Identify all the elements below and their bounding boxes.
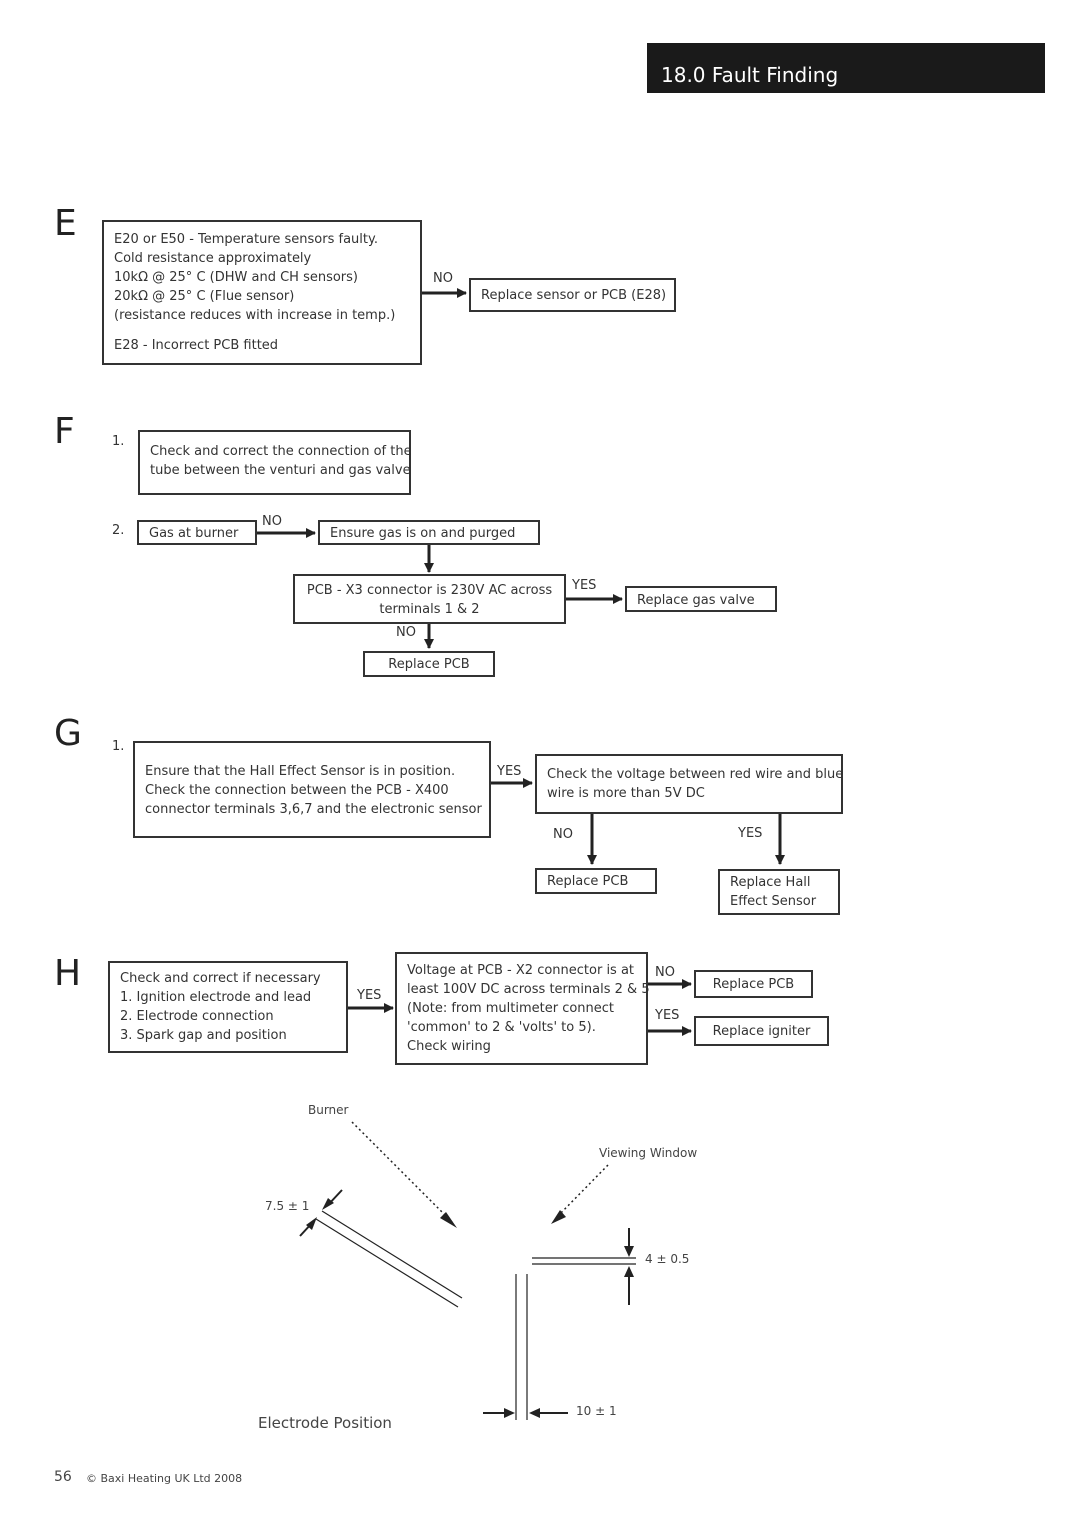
box-line: PCB - X3 connector is 230V AC across [306, 583, 553, 598]
box-line: terminals 1 & 2 [379, 602, 480, 617]
box-line: Effect Sensor [730, 894, 817, 909]
box-text: Gas at burner [149, 526, 239, 541]
box-line: Check the connection between the PCB - X… [145, 783, 449, 798]
box-line: (resistance reduces with increase in tem… [114, 308, 396, 323]
box-text: Replace igniter [712, 1024, 811, 1039]
no-label: NO [433, 271, 453, 286]
check-tube-box: Check and correct the connection of the … [138, 430, 412, 495]
box-line: least 100V DC across terminals 2 & 5 [407, 982, 650, 997]
box-text: Replace PCB [547, 874, 629, 889]
temperature-sensor-box: E20 or E50 - Temperature sensors faulty.… [102, 220, 422, 365]
yes-label: YES [357, 988, 382, 1003]
box-text: Replace sensor or PCB (E28) [481, 288, 667, 303]
box-line: 'common' to 2 & 'volts' to 5). [407, 1020, 596, 1035]
burner-label: Burner [308, 1103, 349, 1117]
page-title: 18.0 Fault Finding [661, 63, 839, 87]
dimension-gap-label: 7.5 ± 1 [265, 1199, 310, 1213]
no-label: NO [262, 514, 282, 529]
box-line: Check wiring [407, 1039, 491, 1054]
replace-hall-sensor-box: Replace Hall Effect Sensor [718, 869, 840, 915]
dimension-width-label: 10 ± 1 [576, 1404, 617, 1418]
hall-sensor-box: Ensure that the Hall Effect Sensor is in… [133, 741, 491, 838]
no-label: NO [553, 827, 573, 842]
box-text: Replace PCB [388, 657, 470, 672]
no-label: NO [396, 625, 416, 640]
no-label: NO [655, 965, 675, 980]
box-line: 20kΩ @ 25° C (Flue sensor) [114, 289, 295, 304]
check-voltage-box: Check the voltage between red wire and b… [535, 754, 843, 814]
box-line: Check and correct the connection of the [150, 444, 412, 459]
electrode-diagram [299, 1121, 636, 1420]
page-number: 56 [54, 1469, 72, 1485]
box-text: Replace PCB [712, 977, 795, 992]
dimension-height-label: 4 ± 0.5 [645, 1252, 690, 1266]
box-line: 2. Electrode connection [120, 1009, 274, 1024]
box-line: Check and correct if necessary [120, 971, 321, 986]
replace-gas-valve-box: Replace gas valve [625, 586, 777, 612]
step-number: 2. [112, 523, 125, 538]
box-line: (Note: from multimeter connect [407, 1001, 615, 1016]
section-letter-f: F [54, 411, 75, 452]
voltage-x2-box: Voltage at PCB - X2 connector is at leas… [395, 952, 650, 1065]
box-line: Replace Hall [730, 875, 811, 890]
box-line: Cold resistance approximately [114, 251, 312, 266]
section-letter-g: G [54, 713, 82, 754]
step-number: 1. [112, 739, 125, 754]
replace-sensor-box: Replace sensor or PCB (E28) [469, 278, 676, 312]
box-text: Replace gas valve [637, 593, 755, 608]
diagram-caption: Electrode Position [258, 1414, 392, 1432]
gas-at-burner-box: Gas at burner [137, 520, 257, 545]
box-line: E20 or E50 - Temperature sensors faulty. [114, 232, 378, 247]
box-text: Ensure gas is on and purged [330, 526, 516, 541]
pcb-x3-box: PCB - X3 connector is 230V AC across ter… [293, 574, 566, 624]
replace-igniter-box: Replace igniter [694, 1016, 829, 1046]
box-line: connector terminals 3,6,7 and the electr… [145, 802, 482, 817]
section-letter-e: E [54, 203, 77, 244]
box-line: 1. Ignition electrode and lead [120, 990, 312, 1005]
box-line: Voltage at PCB - X2 connector is at [407, 963, 635, 978]
replace-pcb-box: Replace PCB [694, 970, 813, 998]
yes-label: YES [655, 1008, 680, 1023]
yes-label: YES [738, 826, 763, 841]
replace-pcb-box: Replace PCB [363, 651, 495, 677]
box-line: Ensure that the Hall Effect Sensor is in… [145, 764, 456, 779]
box-line: wire is more than 5V DC [547, 786, 705, 801]
viewing-window-label: Viewing Window [599, 1146, 698, 1160]
box-line: tube between the venturi and gas valve [150, 463, 411, 478]
yes-label: YES [572, 578, 597, 593]
box-line: Check the voltage between red wire and b… [547, 767, 844, 782]
copyright: © Baxi Heating UK Ltd 2008 [86, 1472, 243, 1485]
check-ignition-box: Check and correct if necessary 1. Igniti… [108, 961, 348, 1053]
box-line: 10kΩ @ 25° C (DHW and CH sensors) [114, 270, 358, 285]
replace-pcb-box: Replace PCB [535, 868, 657, 894]
box-line: E28 - Incorrect PCB fitted [114, 338, 279, 353]
section-letter-h: H [54, 953, 82, 994]
yes-label: YES [497, 764, 522, 779]
ensure-gas-box: Ensure gas is on and purged [318, 520, 540, 545]
box-line: 3. Spark gap and position [120, 1028, 287, 1043]
section-header: 18.0 Fault Finding [647, 43, 1045, 93]
step-number: 1. [112, 434, 125, 449]
